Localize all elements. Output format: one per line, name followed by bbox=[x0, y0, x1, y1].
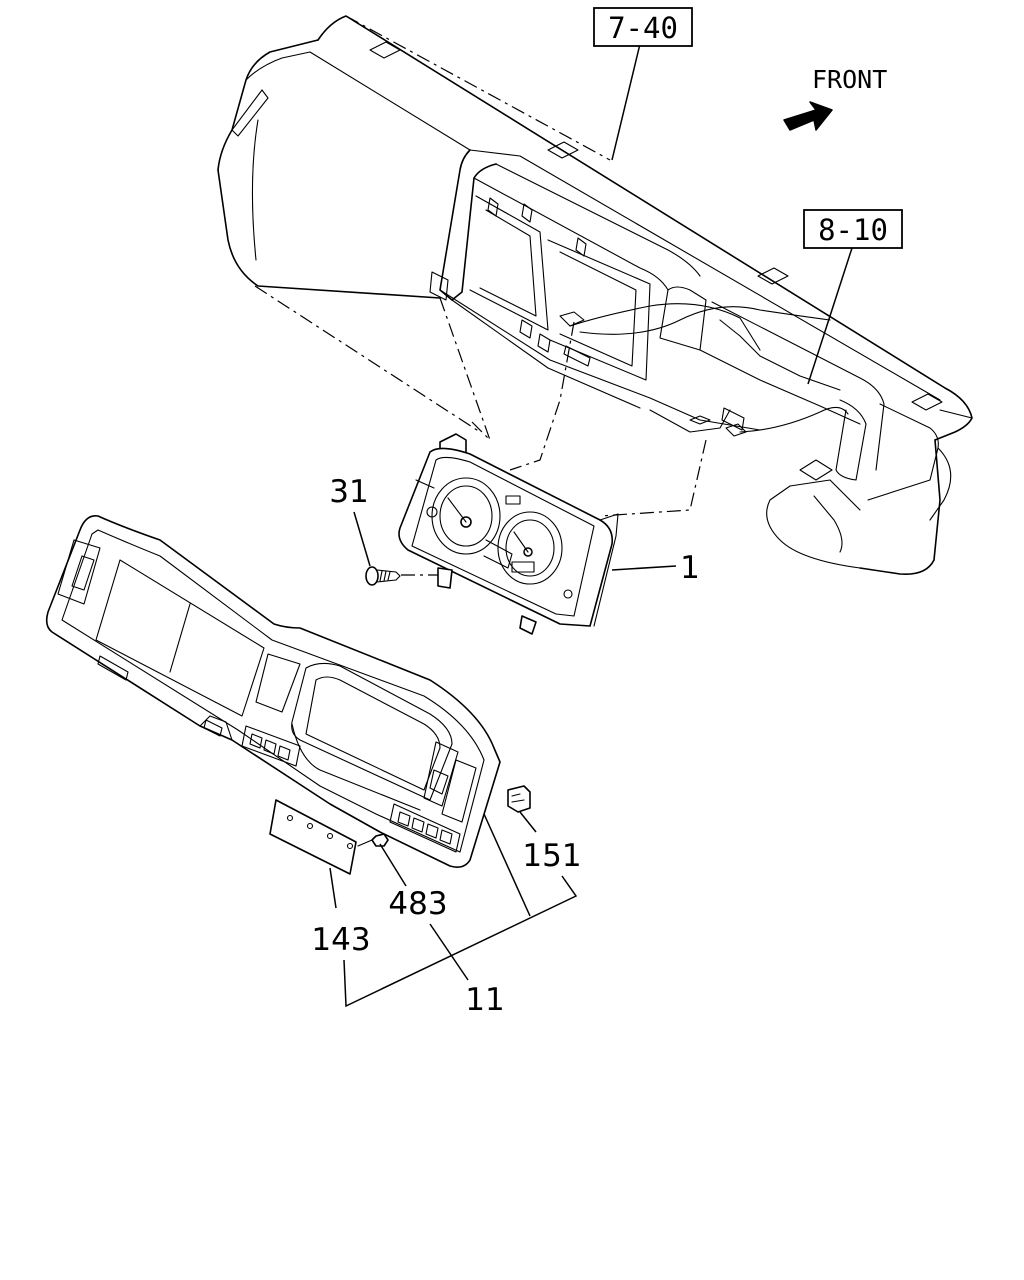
meter-assembly bbox=[398, 433, 619, 635]
clip bbox=[507, 785, 531, 813]
leader-lines bbox=[329, 43, 853, 1008]
callout-143: 143 bbox=[311, 922, 370, 958]
alignment-lines bbox=[254, 15, 707, 576]
callout-151: 151 bbox=[522, 838, 581, 874]
reference-box-7-40: 7-40 bbox=[593, 7, 693, 47]
ref-label-7-40: 7-40 bbox=[608, 11, 678, 45]
front-label: FRONT bbox=[812, 65, 887, 94]
front-arrow-icon bbox=[783, 101, 833, 131]
callout-1: 1 bbox=[680, 550, 700, 586]
callout-11: 11 bbox=[465, 982, 504, 1018]
screw bbox=[365, 566, 401, 586]
plate bbox=[269, 799, 357, 875]
nut bbox=[357, 833, 389, 847]
callout-31: 31 bbox=[329, 474, 368, 510]
ref-label-8-10: 8-10 bbox=[818, 213, 888, 247]
callout-483: 483 bbox=[388, 886, 447, 922]
reference-box-8-10: 8-10 bbox=[803, 209, 903, 249]
dashboard-assembly bbox=[217, 15, 973, 576]
cluster-panel bbox=[45, 514, 501, 868]
